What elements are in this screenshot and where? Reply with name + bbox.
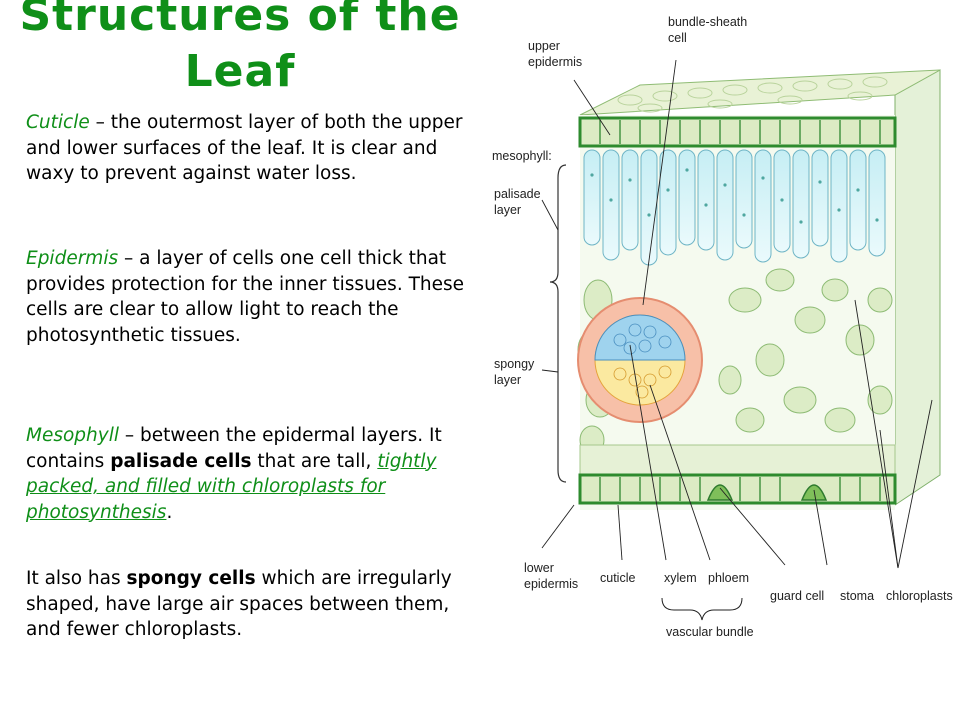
vascular-bundle-brace bbox=[661, 597, 743, 621]
spongy-cells-bold: spongy cells bbox=[126, 568, 256, 589]
label-bundle-sheath-1: bundle-sheath bbox=[668, 15, 747, 29]
label-palisade-2: layer bbox=[494, 203, 521, 217]
label-upper-epidermis-1: upper bbox=[528, 39, 560, 53]
label-spongy-2: layer bbox=[494, 373, 521, 387]
palisade-cells-bold: palisade cells bbox=[110, 450, 252, 472]
label-stoma: stoma bbox=[840, 589, 874, 603]
leaf-side-face bbox=[894, 69, 941, 506]
palisade-cells bbox=[583, 149, 886, 266]
label-mesophyll: mesophyll: bbox=[492, 149, 552, 163]
label-cuticle: cuticle bbox=[600, 571, 635, 585]
label-lower-epidermis-2: epidermis bbox=[524, 577, 578, 591]
epidermis-term: Epidermis bbox=[26, 248, 119, 269]
guard-cells bbox=[706, 484, 828, 501]
mesophyll-paragraph: Mesophyll – between the epidermal layers… bbox=[26, 423, 470, 525]
mesophyll-bracket bbox=[549, 164, 567, 483]
xylem-region bbox=[594, 314, 686, 361]
spongy-cells bbox=[577, 268, 893, 455]
leaf-top-surface bbox=[579, 69, 941, 116]
label-bundle-sheath-2: cell bbox=[668, 31, 687, 45]
label-palisade-1: palisade bbox=[494, 187, 541, 201]
label-phloem: phloem bbox=[708, 571, 749, 585]
spongy-description: which are irregularly shaped, have large… bbox=[26, 568, 452, 640]
mesophyll-term: Mesophyll bbox=[26, 425, 119, 446]
palisade-features-text: tightly packed, and filled with chloropl… bbox=[26, 450, 437, 523]
cuticle-description: – the outermost layer of both the upper … bbox=[26, 112, 463, 184]
epidermis-description: – a layer of cells one cell thick that p… bbox=[26, 248, 465, 346]
label-upper-epidermis-2: epidermis bbox=[528, 55, 582, 69]
lower-epidermis-band bbox=[578, 473, 897, 505]
label-guard-cell: guard cell bbox=[770, 589, 824, 603]
leaf-cross-section-diagram: upper epidermis bundle-sheath cell mesop… bbox=[492, 15, 953, 639]
cuticle-paragraph: Cuticle – the outermost layer of both th… bbox=[26, 110, 470, 187]
mesophyll-period: . bbox=[166, 501, 173, 523]
page-title: Structures of the Leaf bbox=[0, 0, 480, 100]
label-xylem: xylem bbox=[664, 571, 697, 585]
cuticle-term: Cuticle bbox=[26, 112, 90, 133]
spongy-pre: It also has bbox=[26, 568, 127, 589]
label-vascular-bundle: vascular bundle bbox=[666, 625, 754, 639]
mesophyll-description-2: that are tall, bbox=[251, 450, 378, 472]
upper-epidermis-band bbox=[578, 116, 897, 148]
epidermis-paragraph: Epidermis – a layer of cells one cell th… bbox=[26, 246, 470, 348]
label-chloroplasts: chloroplasts bbox=[886, 589, 953, 603]
title-line-2: Leaf bbox=[184, 46, 296, 97]
mesophyll-description-1: – between the epidermal layers. It conta… bbox=[26, 425, 442, 472]
title-line-1: Structures of the bbox=[19, 0, 461, 41]
label-lower-epidermis-1: lower bbox=[524, 561, 554, 575]
label-spongy-1: spongy bbox=[494, 357, 535, 371]
spongy-paragraph: It also has spongy cells which are irreg… bbox=[26, 566, 470, 643]
